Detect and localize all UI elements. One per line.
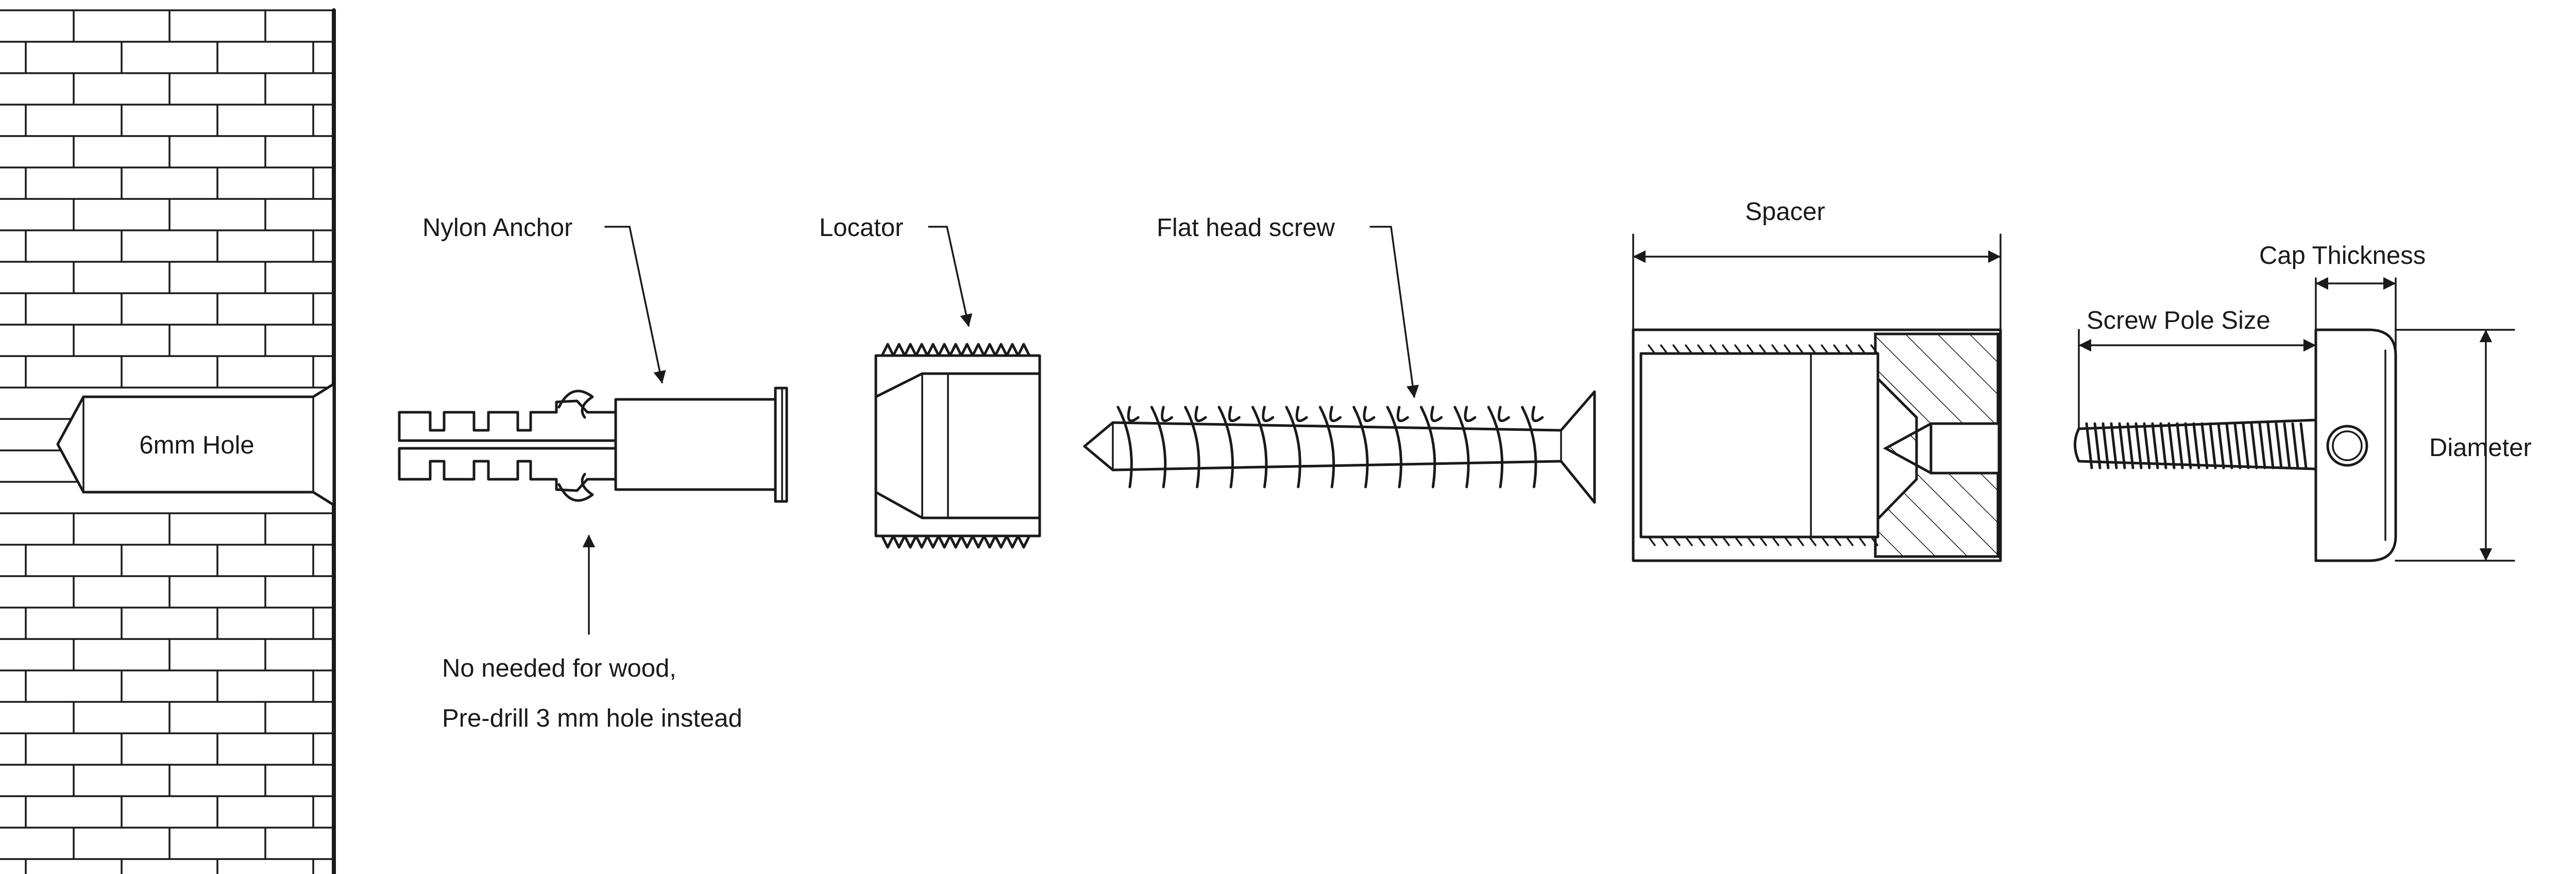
anchor-leader-line (604, 226, 666, 384)
diameter-label: Diameter (2429, 434, 2532, 462)
locator-bottom-thread (880, 534, 1031, 549)
locator-inner-taper (874, 372, 1041, 519)
anchor-upper-wing (557, 390, 594, 419)
flat-head-screw (1083, 390, 1596, 504)
locator-top-thread (880, 343, 1031, 357)
anchor-note-line-2: Pre-drill 3 mm hole instead (442, 704, 742, 732)
cap-screw-pole-thread (2085, 422, 2308, 469)
locator-leader-line (928, 226, 973, 327)
drilled-hole-6mm (56, 382, 335, 507)
anchor-lower-leg (398, 447, 617, 492)
screw-pole-size-label: Screw Pole Size (2087, 307, 2270, 334)
cap-thickness-label: Cap Thickness (2259, 242, 2426, 270)
screw-thread (1116, 406, 1544, 489)
screw-shank (1083, 390, 1596, 504)
spacer-label: Spacer (1745, 198, 1825, 226)
anchor-label: Nylon Anchor (422, 214, 572, 242)
anchor-lower-wing (557, 473, 594, 502)
anchor-note-line-1: No needed for wood, (442, 654, 676, 682)
locator-label: Locator (819, 214, 903, 242)
spacer (1632, 328, 2002, 562)
anchor-upper-leg (398, 399, 617, 442)
brick-wall: 6mm Hole (0, 8, 336, 874)
anchor-body (614, 398, 777, 491)
cap-screw (2074, 328, 2397, 562)
anchor-collar (774, 386, 788, 503)
hole-label: 6mm Hole (139, 431, 254, 459)
spacer-top-wall-texture (1648, 344, 1878, 355)
nylon-anchor (398, 386, 788, 503)
brick-pattern (0, 9, 332, 874)
brick-joints (0, 9, 332, 874)
screw-label: Flat head screw (1157, 214, 1335, 242)
spacer-screw-pocket (1929, 422, 2001, 475)
locator (874, 343, 1041, 549)
spacer-bore (1639, 352, 1879, 539)
screw-leader-line (1369, 226, 1419, 398)
spacer-bottom-wall-texture (1648, 536, 1878, 546)
